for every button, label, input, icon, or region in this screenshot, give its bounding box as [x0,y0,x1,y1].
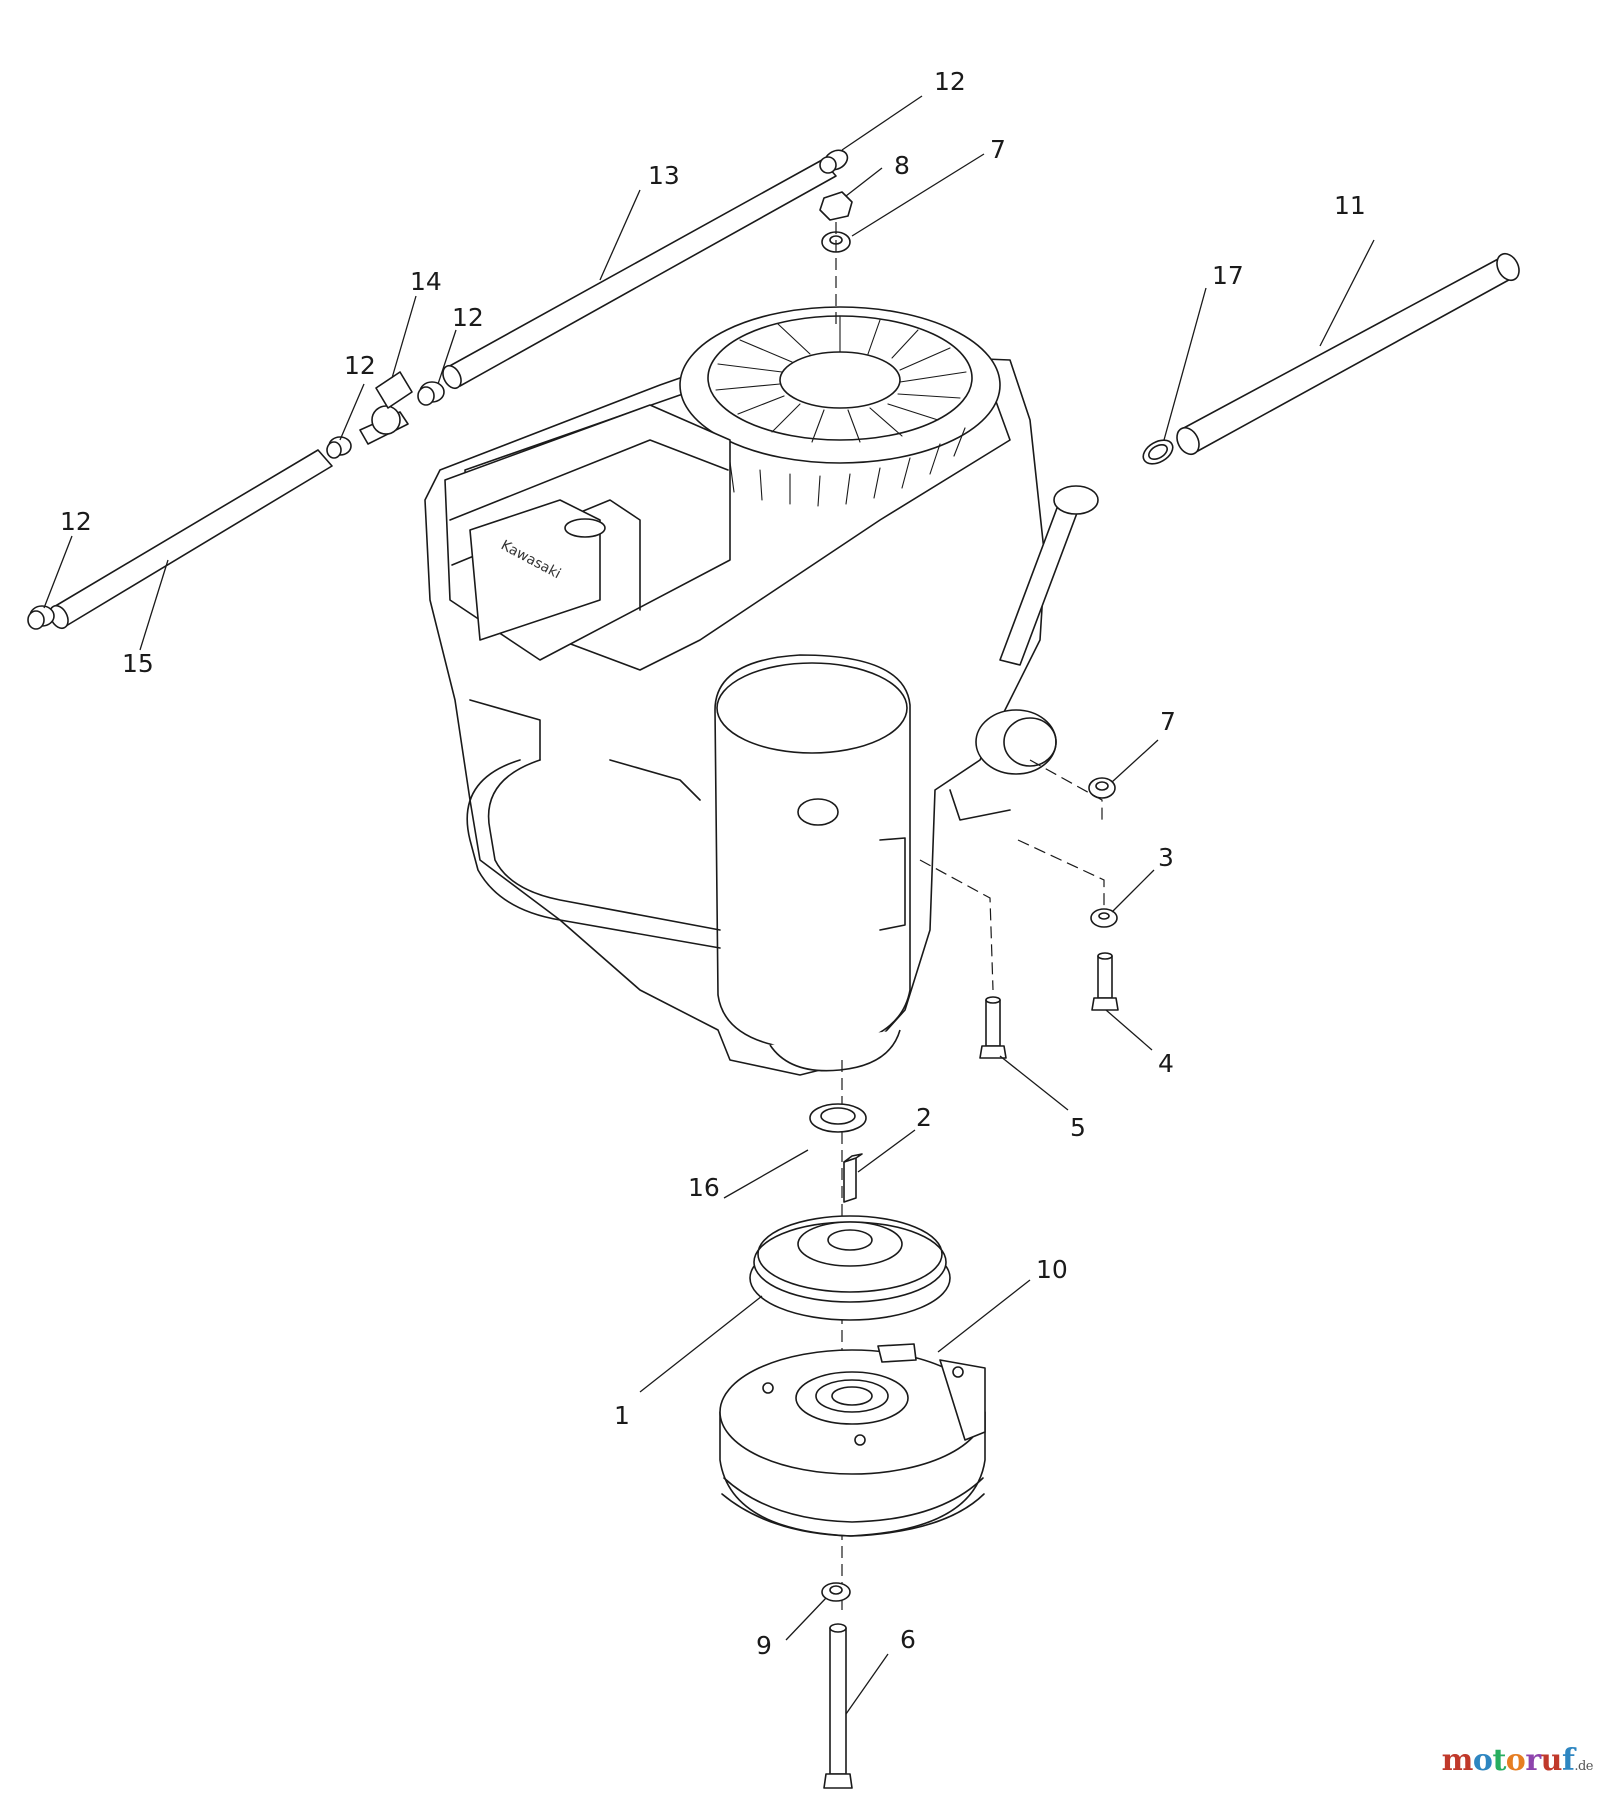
callout-9: 9 [756,1631,772,1660]
hose-clamp-12-mid [417,381,445,406]
pulley-1 [749,1215,951,1321]
watermark-tld: .de [1574,1759,1593,1774]
callout-6: 6 [900,1625,916,1654]
watermark-letter: u [1540,1743,1563,1778]
fuel-line-13 [442,159,837,390]
callout-16: 16 [688,1173,720,1202]
callout-12-top: 12 [934,67,966,96]
nut-7-right [1088,777,1116,799]
callout-1: 1 [614,1401,630,1430]
callout-3: 3 [1158,843,1174,872]
callout-12-mid: 12 [452,303,484,332]
watermark-logo: motoruf.de [1441,1743,1594,1778]
electric-clutch-10 [719,1343,986,1537]
fuel-line-11 [1176,252,1520,456]
lock-washer-3 [1090,908,1118,928]
nut-8 [819,191,853,221]
callout-11: 11 [1334,191,1366,220]
watermark-letter: t [1492,1743,1506,1778]
watermark-letter: m [1441,1743,1474,1778]
bolt-4 [1091,952,1119,1011]
watermark-letter: o [1505,1743,1526,1778]
callout-numbers: 12 8 7 13 11 17 14 12 12 12 15 7 3 4 5 2… [60,67,1366,1660]
callout-15: 15 [122,649,154,678]
washer-9 [821,1582,851,1602]
callout-12-valve: 12 [344,351,376,380]
watermark-letter: r [1525,1743,1541,1778]
fuel-line-15 [49,449,333,630]
bolt-6 [823,1623,853,1789]
hose-clamp-12-top [819,149,849,174]
watermark-letter: f [1561,1743,1575,1778]
callout-2: 2 [916,1103,932,1132]
key-2 [843,1153,863,1203]
hose-clamp-12-end [27,605,55,630]
callout-7-right: 7 [1160,707,1176,736]
hose-clamp-17 [1142,439,1174,465]
callout-13: 13 [648,161,680,190]
fuel-shutoff-valve-14 [359,371,413,445]
leader-lines [43,95,1375,1715]
callout-7-top: 7 [990,135,1006,164]
hose-clamp-12-valve [326,436,352,459]
callout-14: 14 [410,267,442,296]
callout-10: 10 [1036,1255,1068,1284]
callout-5: 5 [1070,1113,1086,1142]
callout-4: 4 [1158,1049,1174,1078]
callout-17: 17 [1212,261,1244,290]
callout-8: 8 [894,151,910,180]
engine-assembly: Kawasaki [424,306,1099,1076]
watermark-letter: o [1472,1743,1493,1778]
spacer-16 [809,1103,867,1133]
bolt-5 [979,996,1007,1059]
callout-12-end: 12 [60,507,92,536]
